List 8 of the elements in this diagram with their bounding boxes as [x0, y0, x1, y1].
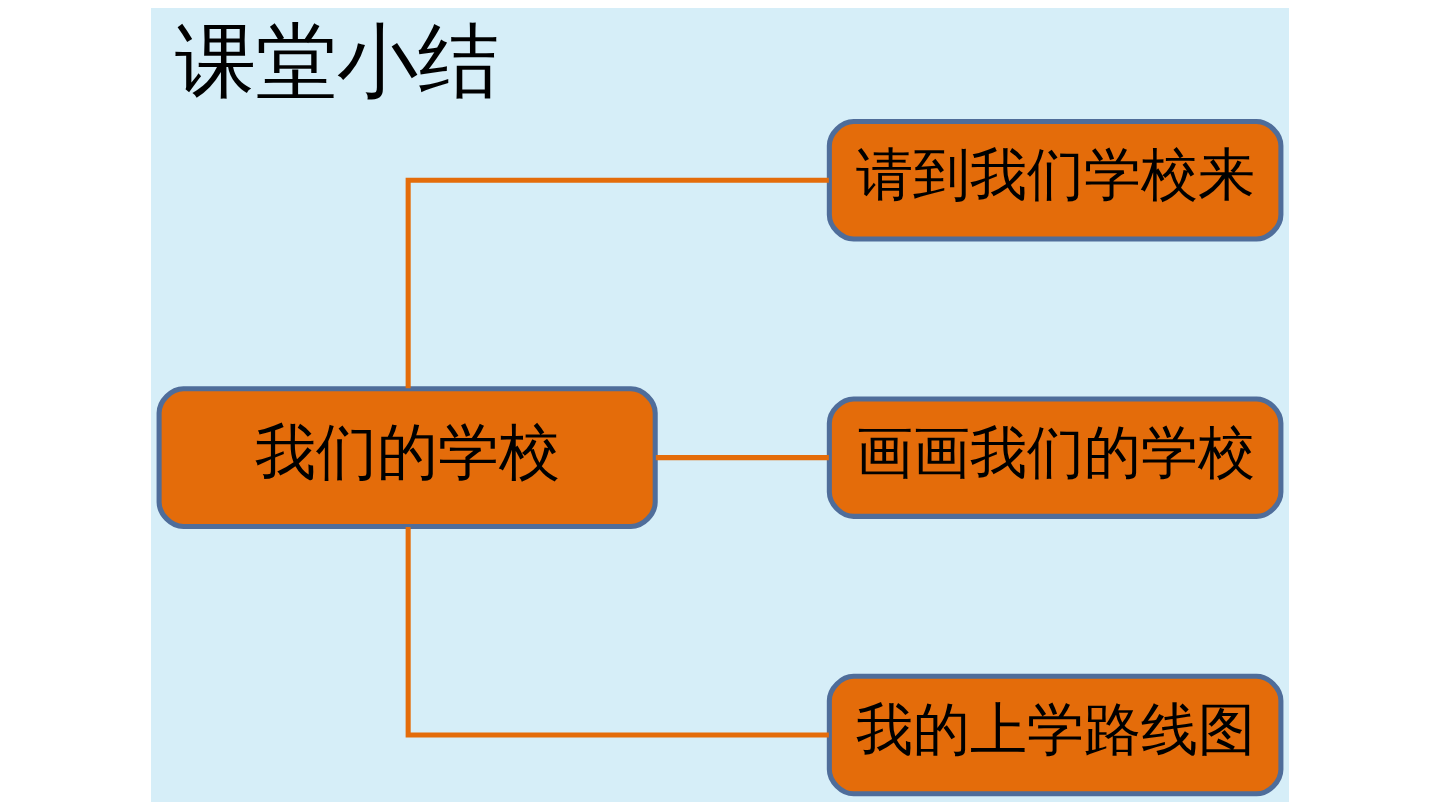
node-box: 我们的学校: [156, 386, 658, 529]
connector: [405, 526, 829, 738]
node-box: 我的上学路线图: [826, 673, 1284, 797]
node-box: 请到我们学校来: [826, 119, 1284, 242]
diagram-title: 课堂小结: [175, 14, 500, 109]
node-box: 画画我们的学校: [826, 396, 1284, 519]
connector: [655, 455, 829, 461]
connector: [405, 177, 829, 389]
